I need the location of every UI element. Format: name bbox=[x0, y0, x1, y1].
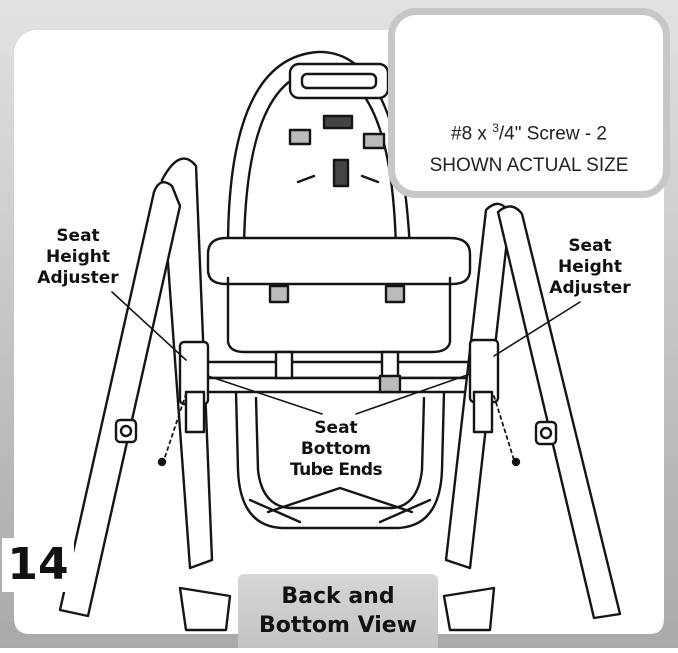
view-caption: Back and Bottom View bbox=[238, 582, 438, 640]
screw-size-note: SHOWN ACTUAL SIZE bbox=[429, 155, 629, 176]
label-line: Adjuster bbox=[37, 268, 119, 288]
right-rear-leg bbox=[496, 205, 622, 620]
view-caption-line1: Back and bbox=[281, 584, 395, 609]
label-line: Seat bbox=[56, 226, 100, 246]
label-left-seat-height-adjuster: Seat Height Adjuster bbox=[30, 226, 126, 289]
view-caption-box: Back and Bottom View bbox=[238, 574, 438, 648]
label-seat-bottom-tube-ends: Seat Bottom Tube Ends bbox=[276, 418, 396, 481]
seat-handle bbox=[288, 62, 390, 100]
screw-detail-card: #8 x 3/4" Screw - 2 SHOWN ACTUAL SIZE bbox=[388, 8, 670, 198]
label-right-seat-height-adjuster: Seat Height Adjuster bbox=[542, 236, 638, 299]
callout-tube-end-right bbox=[355, 373, 471, 415]
screw-spec: #8 x 3/4" Screw - 2 bbox=[395, 121, 663, 145]
seat-bottom-tube bbox=[188, 360, 492, 380]
callout-tube-end-left bbox=[207, 375, 323, 415]
screw-spec-prefix: #8 x bbox=[451, 123, 493, 145]
screw-spec-suffix: /4" Screw - 2 bbox=[498, 123, 607, 145]
seat-tray bbox=[206, 236, 472, 286]
step-number: 14 bbox=[2, 538, 74, 592]
label-line: Tube Ends bbox=[289, 460, 383, 480]
callout-left-adjuster bbox=[111, 291, 187, 361]
seat-bottom bbox=[234, 390, 446, 530]
label-line: Height bbox=[46, 247, 110, 267]
left-rear-leg bbox=[58, 180, 182, 618]
label-line: Bottom bbox=[300, 439, 372, 459]
screw-spec-numerator: 3 bbox=[492, 121, 499, 135]
label-line: Seat bbox=[314, 418, 358, 438]
callout-right-adjuster bbox=[493, 301, 581, 357]
view-caption-line2: Bottom View bbox=[258, 613, 418, 638]
label-line: Adjuster bbox=[549, 278, 631, 298]
label-line: Seat bbox=[568, 236, 612, 256]
label-line: Height bbox=[558, 257, 622, 277]
